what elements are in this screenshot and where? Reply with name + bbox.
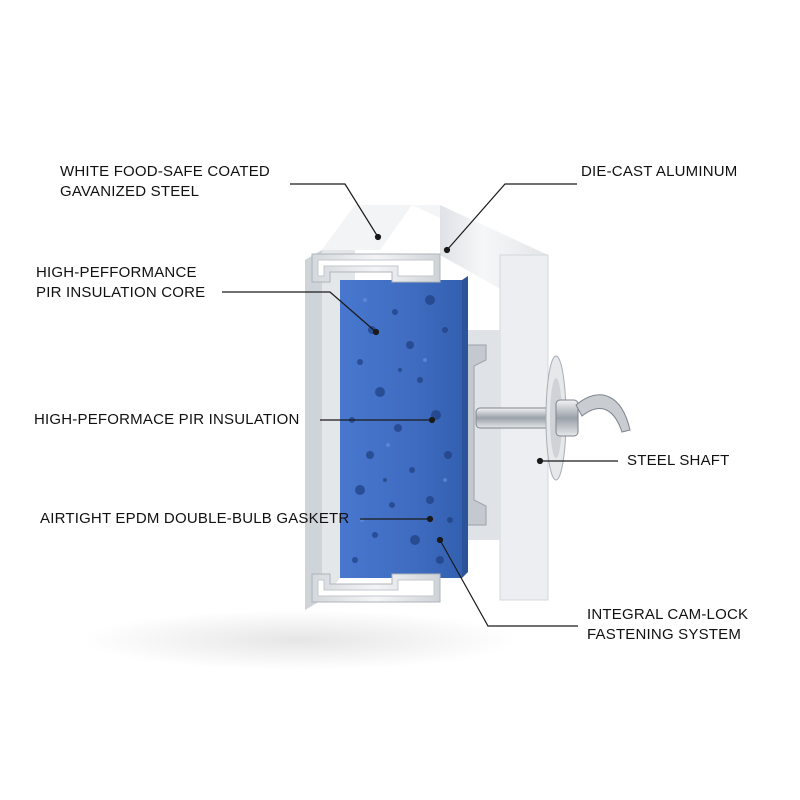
label-camlock: INTEGRAL CAM-LOCK FASTENING SYSTEM	[587, 605, 748, 645]
label-steel-coating-line2: GAVANIZED STEEL	[60, 182, 270, 202]
label-steel-coating-line1: WHITE FOOD-SAFE COATED	[60, 162, 270, 182]
label-camlock-line1: INTEGRAL CAM-LOCK	[587, 605, 748, 625]
pir-insulation-core	[340, 276, 468, 578]
label-steel-coating: WHITE FOOD-SAFE COATED GAVANIZED STEEL	[60, 162, 270, 202]
label-gasket: AIRTIGHT EPDM DOUBLE-BULB GASKETR	[40, 509, 349, 529]
steel-shaft	[476, 408, 556, 428]
ground-shadow	[80, 610, 520, 670]
label-insulation-core: HIGH-PEFFORMANCE PIR INSULATION CORE	[36, 263, 205, 303]
label-camlock-line2: FASTENING SYSTEM	[587, 625, 748, 645]
label-insulation: HIGH-PEFORMACE PIR INSULATION	[34, 410, 300, 430]
label-gasket-line1: AIRTIGHT EPDM DOUBLE-BULB GASKETR	[40, 509, 349, 529]
label-insulation-line1: HIGH-PEFORMACE PIR INSULATION	[34, 410, 300, 430]
label-steel-shaft: STEEL SHAFT	[627, 451, 730, 471]
label-aluminum: DIE-CAST ALUMINUM	[581, 162, 737, 182]
label-insulation-core-line1: HIGH-PEFFORMANCE	[36, 263, 205, 283]
label-aluminum-line1: DIE-CAST ALUMINUM	[581, 162, 737, 182]
cam-hook	[576, 395, 630, 432]
label-insulation-core-line2: PIR INSULATION CORE	[36, 283, 205, 303]
label-steel-shaft-line1: STEEL SHAFT	[627, 451, 730, 471]
